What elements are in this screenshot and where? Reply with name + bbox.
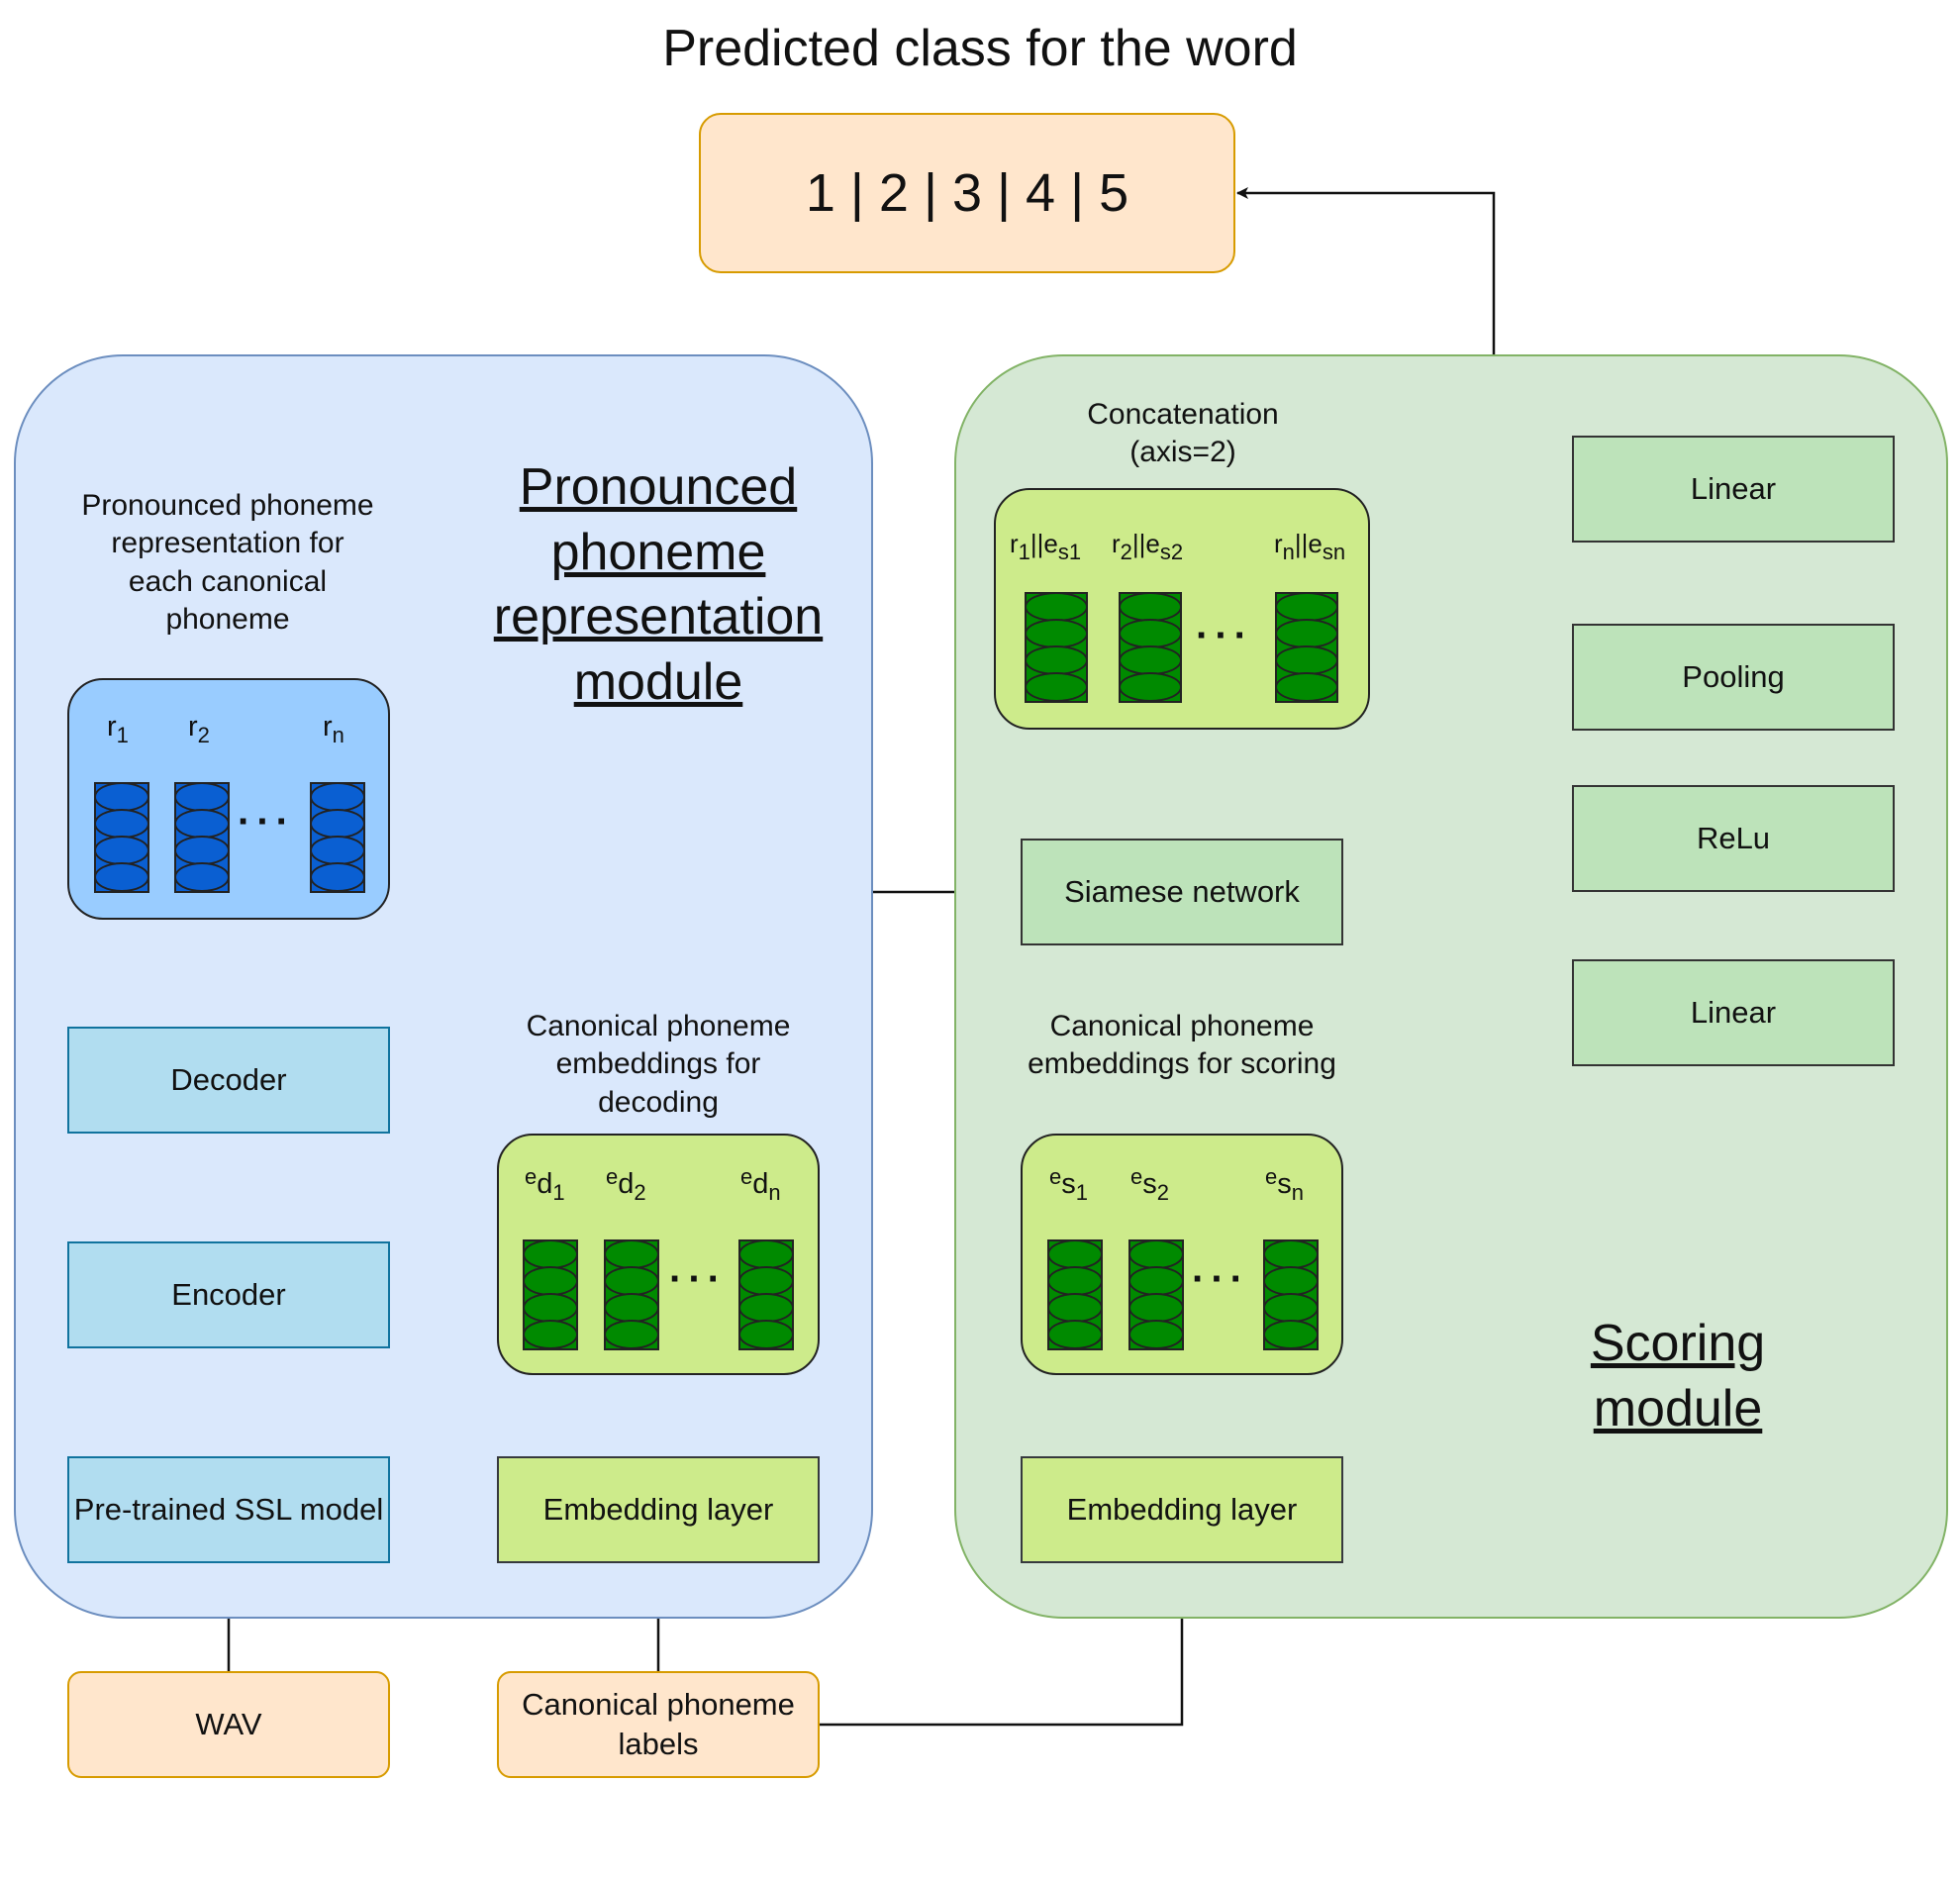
ellipsis-icon: ···: [1196, 614, 1253, 657]
vector-element: [1047, 1239, 1103, 1269]
vector-element: [1119, 672, 1182, 702]
decoding-embeddings-caption: Canonical phoneme embeddings for decodin…: [526, 1010, 791, 1119]
scoring-vector-stack: [1128, 1239, 1184, 1350]
vector-element: [523, 1293, 578, 1323]
vector-element: [310, 809, 365, 839]
concat-vector-stack: [1275, 592, 1338, 703]
vector-element: [1275, 672, 1338, 702]
vector-element: [1025, 645, 1088, 675]
vector-element: [94, 809, 149, 839]
concat-label-2: r2||es2: [1112, 529, 1184, 564]
concat-label-1: r1||es1: [1010, 529, 1082, 564]
vector-element: [523, 1239, 578, 1269]
vector-element: [1025, 592, 1088, 622]
rep-vector-stack: [94, 782, 149, 893]
vector-element: [174, 809, 230, 839]
vector-element: [523, 1266, 578, 1296]
scoring-label-1: es1: [1049, 1164, 1088, 1205]
decoding-label-1: ed1: [525, 1164, 565, 1205]
output-classes-box: 1 | 2 | 3 | 4 | 5: [699, 113, 1235, 273]
vector-element: [523, 1320, 578, 1349]
concat-vector-stack: [1025, 592, 1088, 703]
ellipsis-icon: ···: [669, 1257, 727, 1301]
concat-label-n: rn||esn: [1274, 529, 1346, 564]
vector-element: [310, 782, 365, 812]
scoring-vector-stack: [1263, 1239, 1319, 1350]
vector-element: [1119, 619, 1182, 648]
vector-element: [1119, 645, 1182, 675]
vector-element: [1128, 1293, 1184, 1323]
vector-element: [94, 782, 149, 812]
pronounced-module-container: [14, 354, 873, 1619]
embedding-layer-box: Embedding layer: [497, 1456, 820, 1563]
vector-element: [1119, 592, 1182, 622]
pooling-box: Pooling: [1572, 624, 1895, 731]
vector-element: [174, 836, 230, 865]
pronounced-rep-caption: Pronounced phoneme representation for ea…: [81, 489, 374, 637]
rep-vector-stack: [174, 782, 230, 893]
siamese-network-box: Siamese network: [1021, 839, 1343, 945]
vector-element: [1275, 645, 1338, 675]
ellipsis-icon: ···: [1192, 1257, 1249, 1301]
vector-element: [738, 1320, 794, 1349]
vector-element: [738, 1266, 794, 1296]
vector-element: [94, 862, 149, 892]
vector-element: [94, 836, 149, 865]
decoding-vector-stack: [738, 1239, 794, 1350]
encoder-box: Encoder: [67, 1241, 390, 1348]
diagram-title: Predicted class for the word: [662, 20, 1298, 77]
decoder-box: Decoder: [67, 1027, 390, 1134]
vector-element: [604, 1239, 659, 1269]
vector-element: [1128, 1266, 1184, 1296]
vector-element: [1047, 1293, 1103, 1323]
linear-top-box: Linear: [1572, 436, 1895, 543]
decoding-vector-stack: [604, 1239, 659, 1350]
scoring-vector-stack: [1047, 1239, 1103, 1350]
ssl-model-box: Pre-trained SSL model: [67, 1456, 390, 1563]
concat-vector-stack: [1119, 592, 1182, 703]
vector-element: [1047, 1266, 1103, 1296]
vector-element: [1275, 592, 1338, 622]
vector-element: [738, 1293, 794, 1323]
pronounced-module-title: Pronounced phoneme representation module: [493, 458, 824, 711]
vector-element: [310, 862, 365, 892]
vector-element: [174, 862, 230, 892]
rep-label-r1: r1: [107, 711, 129, 747]
vector-element: [1025, 672, 1088, 702]
vector-element: [1025, 619, 1088, 648]
scoring-label-2: es2: [1130, 1164, 1169, 1205]
rep-vector-stack: [310, 782, 365, 893]
linear-bottom-box: Linear: [1572, 959, 1895, 1066]
vector-element: [604, 1293, 659, 1323]
vector-element: [1275, 619, 1338, 648]
vector-element: [1263, 1266, 1319, 1296]
vector-element: [604, 1266, 659, 1296]
vector-element: [310, 836, 365, 865]
vector-element: [1263, 1293, 1319, 1323]
scoring-module-title: Scoring module: [1590, 1315, 1766, 1437]
vector-element: [1047, 1320, 1103, 1349]
ellipsis-icon: ···: [238, 800, 295, 843]
wav-input-box: WAV: [67, 1671, 390, 1778]
vector-element: [738, 1239, 794, 1269]
vector-element: [1263, 1239, 1319, 1269]
rep-label-rn: rn: [323, 711, 344, 747]
scoring-embedding-layer-box: Embedding layer: [1021, 1456, 1343, 1563]
decoding-label-2: ed2: [606, 1164, 646, 1205]
relu-box: ReLu: [1572, 785, 1895, 892]
scoring-label-n: esn: [1265, 1164, 1304, 1205]
vector-element: [1128, 1239, 1184, 1269]
vector-element: [174, 782, 230, 812]
concatenation-caption: Concatenation (axis=2): [1087, 398, 1279, 469]
rep-label-r2: r2: [188, 711, 210, 747]
scoring-embeddings-caption: Canonical phoneme embeddings for scoring: [1028, 1010, 1336, 1081]
decoding-label-n: edn: [740, 1164, 781, 1205]
vector-element: [1128, 1320, 1184, 1349]
decoding-vector-stack: [523, 1239, 578, 1350]
vector-element: [604, 1320, 659, 1349]
vector-element: [1263, 1320, 1319, 1349]
canonical-labels-input-box: Canonical phoneme labels: [497, 1671, 820, 1778]
